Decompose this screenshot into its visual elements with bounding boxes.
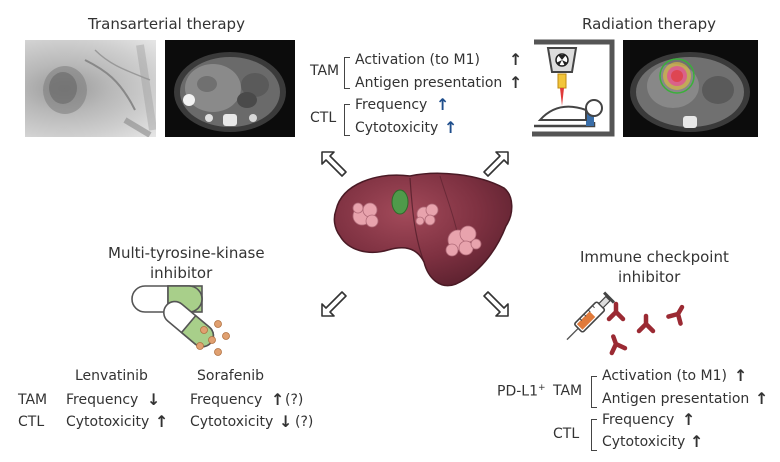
radiation-ct-image [623,40,758,137]
ici-ctl-label: CTL [553,426,580,442]
top-tam-bracket [344,57,350,89]
mtki-title-line1: Multi-tyrosine-kinase [108,244,265,262]
ici-tam-item-1: Activation (to M1) [602,368,727,384]
ici-tam-bracket [591,376,597,408]
top-ctl-item-1: Frequency [355,97,428,113]
arrow-to-ici [483,291,509,317]
mtki-row-ctl-label: CTL [18,414,45,430]
ici-ctl-item-1: Frequency [602,412,675,428]
arrow-to-transarterial [321,151,347,177]
top-tam-arrow-2: ↑ [509,73,523,92]
capsule-pills-icon [131,285,230,356]
top-ctl-label: CTL [310,110,337,126]
sorafenib-tam-note: (?) [285,392,304,408]
ici-tam-label: TAM [553,383,583,399]
sorafenib-tam-arrow: ↑ [271,390,285,409]
sorafenib-ctl-note: (?) [295,414,314,430]
ici-ctl-bracket [591,419,597,451]
ici-tam-item-2: Antigen presentation [602,391,750,407]
sorafenib-tam-frequency: Frequency [190,392,263,408]
ici-tam-arrow-2: ↑ [755,389,769,408]
radiation-machine-icon [532,39,615,137]
top-tam-item-1: Activation (to M1) [355,52,480,68]
ici-ctl-arrow-2: ↑ [690,432,704,451]
sorafenib-ctl-cytotoxicity: Cytotoxicity [190,414,274,430]
lenvatinib-tam-arrow: ↓ [147,390,161,409]
top-ctl-arrow-1: ↑ [436,95,450,114]
mtki-col-lenvatinib: Lenvatinib [75,368,148,384]
transarterial-title: Transarterial therapy [88,15,245,33]
arrow-to-mtki [321,291,347,317]
syringe-icon [566,291,616,341]
ici-tam-arrow-1: ↑ [734,366,748,385]
ct-scan-image [165,40,295,137]
ici-ctl-item-2: Cytotoxicity [602,434,686,450]
top-ctl-bracket [344,104,350,136]
mtki-col-sorafenib: Sorafenib [197,368,264,384]
lenvatinib-ctl-cytotoxicity: Cytotoxicity [66,414,150,430]
top-ctl-item-2: Cytotoxicity [355,120,439,136]
lenvatinib-ctl-arrow: ↑ [155,412,169,431]
antibody-icons [606,301,685,356]
top-ctl-arrow-2: ↑ [444,118,458,137]
top-tam-item-2: Antigen presentation [355,75,503,91]
top-tam-arrow-1: ↑ [509,50,523,69]
radiation-title: Radiation therapy [582,15,717,33]
lenvatinib-tam-frequency: Frequency [66,392,139,408]
ici-ctl-arrow-1: ↑ [682,410,696,429]
ici-title-line1: Immune checkpoint [580,248,729,266]
ici-title-line2: inhibitor [618,268,681,286]
ici-pdl1-sup: + [537,383,546,393]
top-tam-label: TAM [310,63,340,79]
liver-illustration [333,172,513,287]
mtki-row-tam-label: TAM [18,392,48,408]
mtki-title-line2: inhibitor [150,264,213,282]
ici-pdl1-text: PD-L1 [497,383,538,400]
ici-pdl1-label: PD-L1+ [497,383,546,400]
sorafenib-ctl-arrow: ↓ [279,412,293,431]
arrow-to-radiation [483,151,509,177]
angiography-image [25,40,156,137]
